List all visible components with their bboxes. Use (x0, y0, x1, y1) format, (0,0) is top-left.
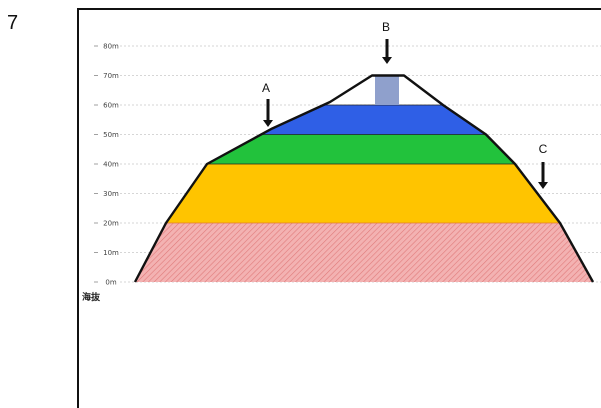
question-number: 7 (7, 12, 19, 34)
tick-label: 80m (103, 43, 119, 51)
tick-label: 70m (103, 72, 119, 80)
marker-label-a: A (262, 81, 270, 95)
tick-label: 20m (103, 220, 119, 228)
tick-label: 60m (103, 102, 119, 110)
markers: A B C (262, 20, 548, 189)
layer-band-50-60m (135, 105, 593, 135)
layer-band-40-50m (135, 134, 593, 164)
summit-block (375, 75, 399, 105)
marker-arrowhead-b (382, 57, 392, 64)
tick-label: 10m (103, 249, 119, 257)
tick-label: 40m (103, 161, 119, 169)
elevation-tick-labels: 0m 10m 20m 30m 40m 50m 60m 70m 80m (94, 43, 119, 287)
marker-arrowhead-c (538, 182, 548, 189)
marker-label-b: B (382, 20, 390, 34)
layer-band-20-40m (135, 164, 593, 223)
marker-arrowhead-a (263, 120, 273, 127)
layer-band-0-20m (135, 223, 593, 282)
tick-label: 50m (103, 131, 119, 139)
mountain-outline (133, 74, 595, 283)
marker-label-c: C (539, 142, 548, 156)
figure-frame (77, 8, 601, 408)
mountain-layers (135, 75, 593, 282)
tick-label: 0m (105, 279, 116, 287)
tick-label: 30m (103, 190, 119, 198)
mountain-cross-section-diagram: 0m 10m 20m 30m 40m 50m 60m 70m 80m 海抜 A B C (82, 20, 601, 303)
elevation-axis-caption: 海抜 (82, 291, 101, 303)
